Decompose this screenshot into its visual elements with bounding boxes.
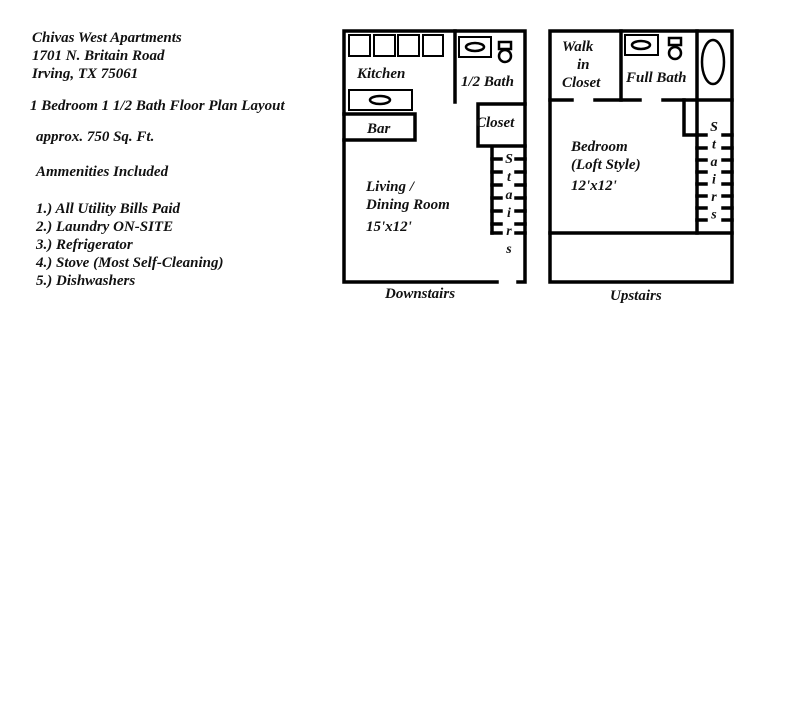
room-walk-in: Walk (562, 39, 594, 55)
stairs-letter: i (712, 173, 716, 188)
info-block: Chivas West Apartments 1701 N. Britain R… (30, 30, 285, 289)
stairs-letter: S (505, 152, 513, 167)
room-living-size: 15'x12' (366, 219, 412, 235)
room-bar: Bar (366, 121, 391, 137)
amenity-item: 1.) All Utility Bills Paid (36, 201, 181, 217)
amenity-item: 4.) Stove (Most Self-Cleaning) (35, 255, 224, 271)
room-half-bath: 1/2 Bath (461, 74, 514, 90)
room-living: Living / (365, 179, 416, 195)
outer-wall (342, 29, 527, 284)
stairs-letter: t (712, 138, 717, 153)
room-bedroom-style: (Loft Style) (571, 157, 641, 173)
downstairs-caption: Downstairs (384, 286, 455, 302)
amenities-title: Ammenities Included (35, 164, 169, 180)
room-bedroom: Bedroom (570, 139, 628, 155)
toilet-icon (497, 40, 513, 64)
room-full-bath: Full Bath (625, 70, 686, 86)
amenity-item: 2.) Laundry ON-SITE (35, 219, 173, 235)
apartment-name: Chivas West Apartments (32, 30, 182, 46)
downstairs-plan: Kitchen 1/2 Bath Bar Closet Living / Din… (342, 29, 527, 302)
stairs-letter: a (506, 188, 513, 203)
kitchen-sink (348, 89, 413, 111)
room-bedroom-size: 12'x12' (571, 178, 617, 194)
room-walk-in-2: in (577, 57, 590, 73)
appliances (348, 34, 444, 57)
stairs-letter: r (711, 190, 717, 205)
upstairs-plan: Walk in Closet Full Bath Bedroom (Loft S… (548, 29, 734, 304)
bar-counter (342, 112, 417, 142)
room-walk-in-closet: Closet (562, 75, 601, 91)
toilet-icon (667, 36, 683, 61)
closet-wall (476, 102, 527, 148)
stairs-letter: i (507, 206, 511, 221)
bath-sink (458, 36, 492, 58)
amenity-item: 3.) Refrigerator (35, 237, 133, 253)
layout-title: 1 Bedroom 1 1/2 Bath Floor Plan Layout (30, 98, 285, 114)
room-kitchen: Kitchen (356, 66, 405, 82)
amenity-item: 5.) Dishwashers (36, 273, 135, 289)
stairs-letter: s (710, 208, 717, 223)
address-line-1: 1701 N. Britain Road (32, 48, 165, 64)
address-line-2: Irving, TX 75061 (31, 66, 138, 82)
stair-steps (490, 157, 527, 235)
room-dining: Dining Room (365, 197, 450, 213)
stairs-letter: a (711, 155, 718, 170)
square-footage: approx. 750 Sq. Ft. (36, 129, 154, 145)
outer-wall (548, 29, 734, 284)
room-closet: Closet (476, 115, 515, 131)
bath-sink (624, 34, 659, 56)
stairs-letter: S (710, 120, 718, 135)
stairs-letter: t (507, 170, 512, 185)
upstairs-caption: Upstairs (610, 288, 662, 304)
stair-steps (695, 133, 734, 222)
stairs-letter: r (506, 224, 512, 239)
bathtub-icon (700, 38, 726, 86)
stairs-letter: s (505, 242, 512, 257)
